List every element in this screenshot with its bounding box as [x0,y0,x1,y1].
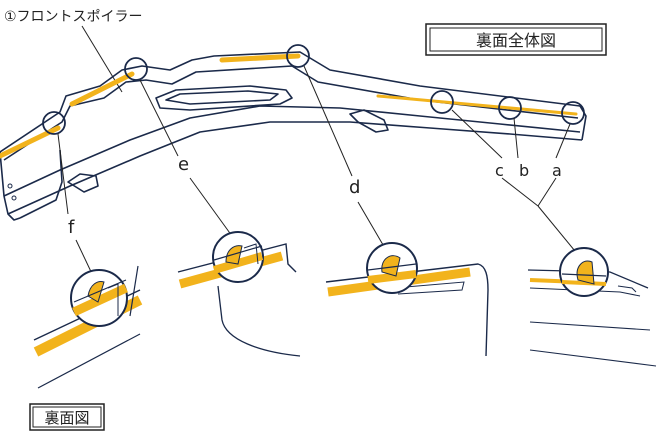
callout-b: b [519,161,529,180]
detail-f-tape-tab [87,281,105,303]
callout-c: c [495,161,504,180]
location-circle-f [42,111,66,135]
tape-strip-abc [376,94,578,116]
spoiler-body [0,51,587,221]
leader-lines [57,65,585,279]
callout-f: f [68,217,75,238]
end-hole-1 [7,183,13,189]
tape-strip-d [219,53,301,63]
tape-strip-e [69,71,135,107]
location-circle-b [498,96,522,120]
callout-a: a [552,161,562,180]
back-view-label: 裏面図 [44,409,89,427]
detail-d-tape-tab [381,255,401,277]
location-circle-c [430,90,454,114]
location-circle-e [124,57,148,81]
location-circle-a [561,101,585,125]
location-circles [42,44,585,135]
end-hole-2 [11,195,17,201]
callout-e: e [178,154,189,175]
detail-e-tape-tab [225,245,243,265]
overall-view-label: 裏面全体図 [476,31,556,50]
detail-f [33,265,143,389]
detail-abc [527,247,657,367]
detail-d [325,242,489,357]
detail-e [177,231,301,357]
back-view-label-box: 裏面図 [29,403,105,431]
overall-view-label-box: 裏面全体図 [425,23,607,56]
part-label: ①フロントスポイラー [4,9,143,25]
callout-d: d [349,177,360,198]
location-circle-d [286,44,310,68]
